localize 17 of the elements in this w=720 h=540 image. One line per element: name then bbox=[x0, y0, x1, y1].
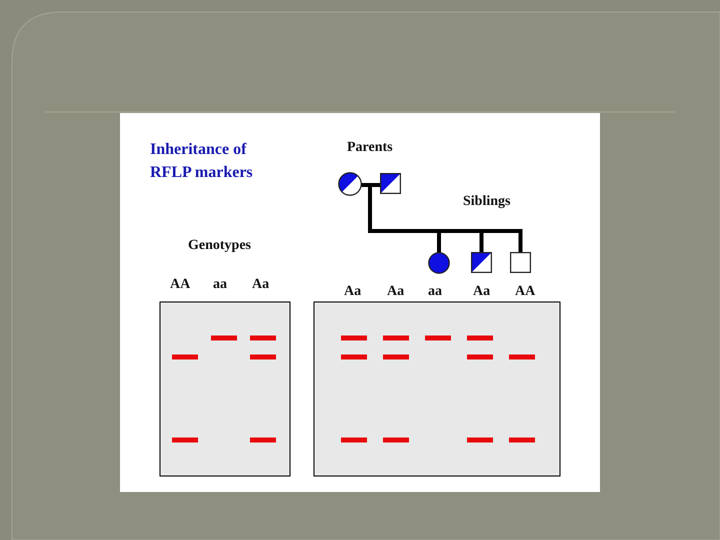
filled-circle bbox=[428, 252, 450, 274]
empty-square bbox=[510, 252, 531, 273]
genotype-label: Aa bbox=[252, 277, 270, 293]
group-label: Siblings bbox=[463, 194, 510, 210]
genotype-label: Aa bbox=[473, 284, 490, 300]
genotype-label: AA bbox=[515, 284, 536, 300]
genotype-label: AA bbox=[170, 277, 190, 293]
genotype-label: Aa bbox=[344, 284, 362, 300]
genotype-label: aa bbox=[428, 284, 442, 300]
title: Inheritance of RFLP markers bbox=[150, 140, 254, 183]
half-filled-circle bbox=[338, 172, 362, 196]
half-filled-square bbox=[471, 252, 492, 273]
genotype-label: aa bbox=[213, 277, 227, 293]
genotype-label: Aa bbox=[387, 284, 404, 300]
heading: Genotypes bbox=[188, 238, 251, 254]
half-filled-square bbox=[380, 173, 401, 194]
group-label: Parents bbox=[347, 140, 393, 156]
